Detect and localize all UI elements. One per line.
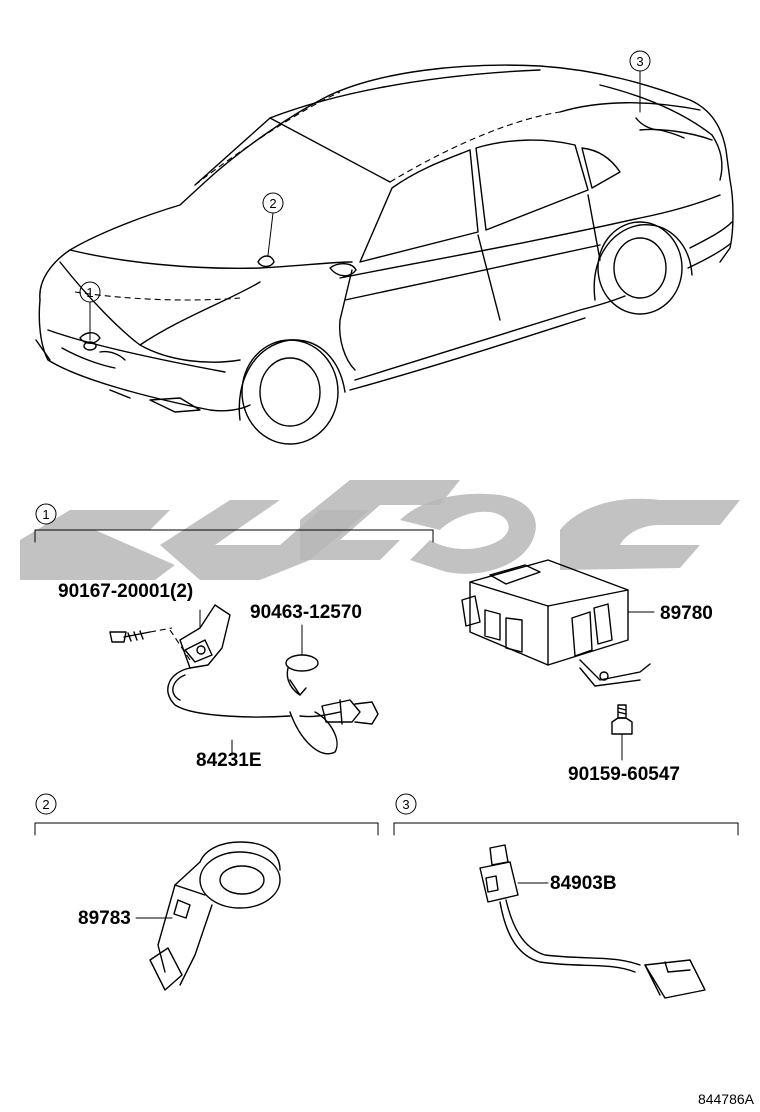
- car-callout-3[interactable]: 3: [629, 50, 651, 113]
- label-90159: 90159-60547: [568, 764, 680, 785]
- section-2-bracket: 2: [34, 793, 379, 836]
- label-90167: 90167-20001(2): [58, 581, 193, 602]
- callout-2-text: 2: [269, 196, 276, 211]
- label-89780: 89780: [660, 603, 713, 624]
- bolt-part[interactable]: [611, 704, 633, 761]
- label-89783: 89783: [78, 908, 131, 929]
- callout-3-text: 3: [636, 54, 643, 69]
- car-callout-1[interactable]: 1: [79, 281, 101, 341]
- clamp-part[interactable]: [285, 624, 319, 696]
- section-3-callout: 3: [402, 797, 409, 812]
- sensor-84231e[interactable]: [167, 604, 379, 755]
- car-illustration: [35, 64, 734, 445]
- watermark-logo: [20, 480, 740, 580]
- label-90463: 90463-12570: [250, 602, 362, 623]
- section-3-bracket: 3: [393, 793, 739, 836]
- screw-part[interactable]: [109, 627, 173, 643]
- label-84903b: 84903B: [550, 873, 617, 894]
- section-1-bracket: 1: [34, 503, 434, 543]
- coil-89783[interactable]: [149, 841, 281, 991]
- car-callout-2[interactable]: 2: [262, 192, 284, 256]
- reference-code: 844786A: [698, 1091, 755, 1107]
- switch-84903b[interactable]: [479, 844, 706, 999]
- label-84231e: 84231E: [196, 750, 262, 771]
- ecu-89780[interactable]: [461, 559, 655, 687]
- callout-1-text: 1: [86, 285, 93, 300]
- section-2-callout: 2: [42, 797, 49, 812]
- section-1-callout: 1: [42, 507, 49, 522]
